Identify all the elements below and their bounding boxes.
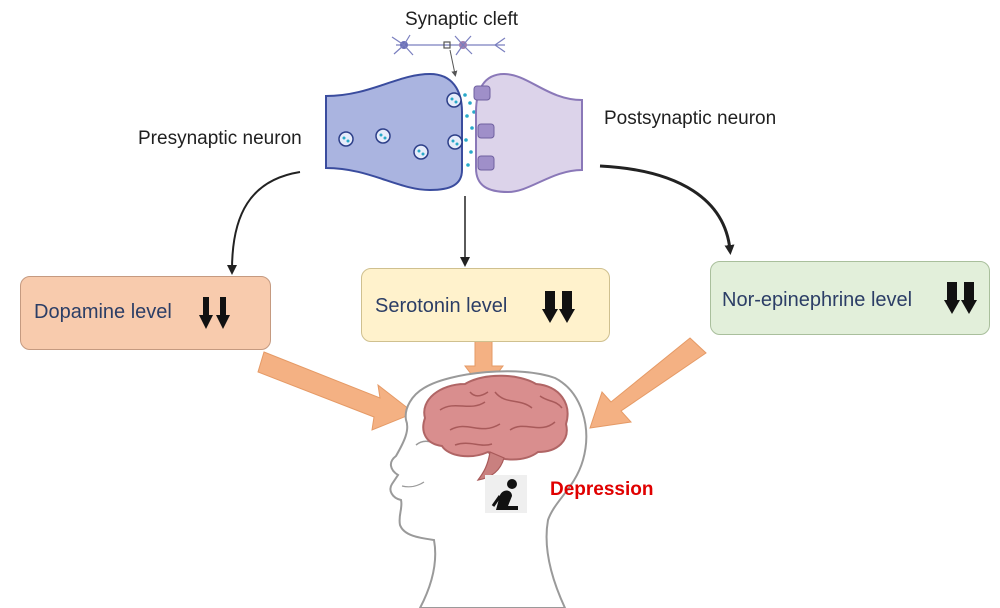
norepinephrine-label: Nor-epinephrine level xyxy=(722,289,913,311)
cleft-pointer-arrow xyxy=(449,49,458,77)
serotonin-label: Serotonin level xyxy=(375,295,508,317)
down-arrow-icon xyxy=(542,291,575,323)
down-arrow-icon xyxy=(199,297,230,329)
neuron-icon xyxy=(391,34,506,56)
synaptic-cleft-label: Synaptic cleft xyxy=(405,9,518,30)
dopamine-box: Dopamine level xyxy=(20,276,271,350)
presynaptic-neuron-label: Presynaptic neuron xyxy=(138,128,302,149)
depressed-figure-icon xyxy=(485,475,527,513)
brain-icon xyxy=(422,374,569,481)
down-arrow-icon xyxy=(944,282,977,314)
arrow-to-norepinephrine xyxy=(599,164,735,255)
presynaptic-neuron-shape xyxy=(325,72,463,192)
big-arrow-left xyxy=(257,351,415,431)
arrow-to-dopamine xyxy=(227,171,301,275)
receptor-icon xyxy=(473,85,495,171)
vesicle-icon xyxy=(338,92,463,160)
depression-label: Depression xyxy=(550,479,654,500)
dopamine-label: Dopamine level xyxy=(34,301,172,323)
serotonin-box: Serotonin level xyxy=(361,268,610,342)
postsynaptic-neuron-label: Postsynaptic neuron xyxy=(604,108,777,129)
norepinephrine-box: Nor-epinephrine level xyxy=(710,261,990,335)
big-arrow-right xyxy=(589,337,707,429)
postsynaptic-neuron-shape xyxy=(475,72,583,194)
